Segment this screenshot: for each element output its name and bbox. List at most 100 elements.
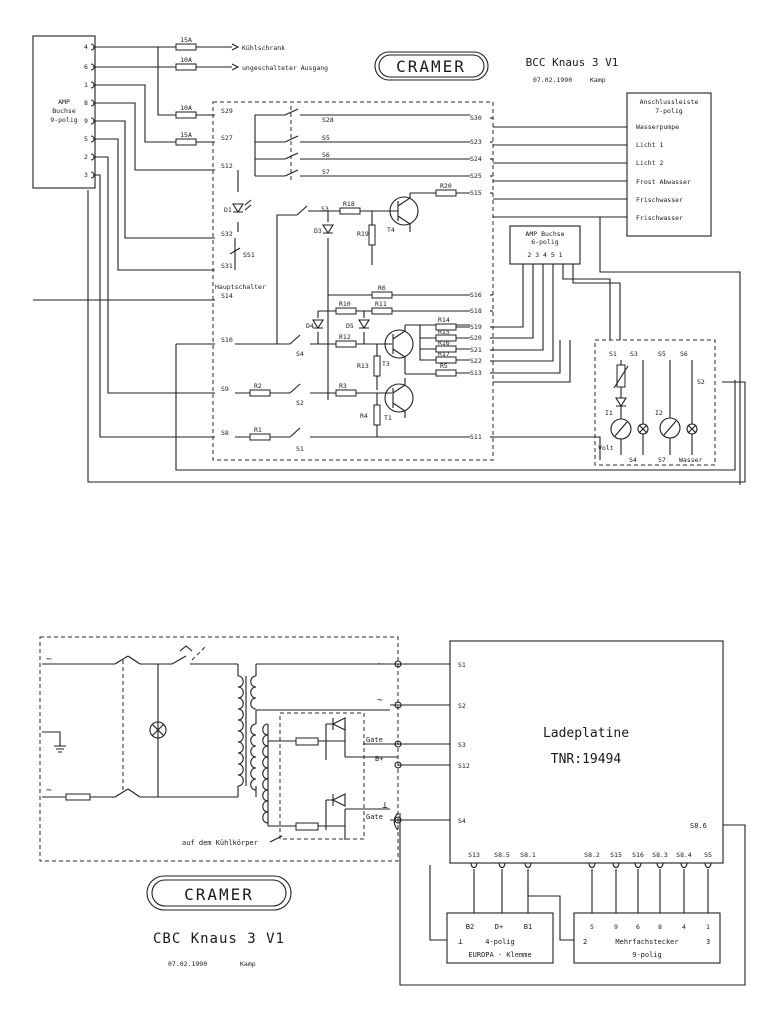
ac-symbol-top: ~ [46,654,52,665]
ss1-label: SS1 [243,251,255,259]
r16-label: R16 [438,339,450,347]
board-pin-s16: S16 [470,291,482,299]
fuse-15a-s27: 15A [175,131,197,146]
r20 [435,189,457,197]
pin-socket-icon [90,99,95,107]
r18-label: R18 [343,200,355,208]
amp9-pin-5: 5 [84,135,88,143]
pin-lead [470,862,478,913]
r10 [335,307,357,315]
board-pin-s19: S19 [470,323,482,331]
secondary-wires [245,663,390,786]
s2-label: S2 [296,399,304,407]
heatsink-pointer [269,835,283,843]
anschluss-wires [493,126,741,485]
board-pin-s10: S10 [221,336,233,344]
mains-fuse [65,793,91,801]
thermal-switch [158,655,238,798]
amp6-title-2: 6-polig [531,238,558,246]
r2-label: R2 [254,382,262,390]
panel-s3: S3 [630,350,638,358]
cramer-logo-inner [378,54,485,78]
platine-pin-s3: S3 [458,741,466,749]
board-pin-s23: S23 [470,138,482,146]
platine-pin-s5: S5 [704,851,712,859]
fuse-label: 15A [180,36,192,44]
pin-lead [612,862,620,913]
platine-pin-s8-3: S8.3 [652,851,668,859]
mehrfach-pin-5: 5 [590,923,594,931]
wire-outer-loop [87,190,746,483]
board-pin-s12: S12 [221,162,233,170]
node-dot [394,740,402,748]
s1-blade [289,427,301,438]
anschluss-item-4: Frost Abwasser [636,178,691,186]
switch-blades [284,108,299,177]
pin-lead [634,862,642,913]
r5-wire [405,372,470,375]
r18 [339,207,361,215]
amp6-connector [509,225,581,265]
panel-lamp-i2: I2 [655,409,663,417]
anschluss-item-5: Frischwasser [636,196,683,204]
node-dot [394,701,402,709]
switch-label-s28: S28 [322,116,334,124]
ground-icon [42,731,66,753]
amp9-pin-2: 2 [84,153,88,161]
d4-diode-icon [312,319,324,330]
ladeplatine-box [449,640,724,864]
mains-lamp-icon [149,721,167,739]
thermistor-slash [613,365,629,389]
d3-label: D3 [314,227,322,235]
platine-pin-s16: S16 [632,851,644,859]
board-pin-s22: S22 [470,357,482,365]
ac-symbol-bottom: ~ [46,785,52,796]
board-pin-s31: S31 [221,262,233,270]
ac-symbol-s1: ~ [377,659,383,670]
panel-s5: S5 [658,350,666,358]
s1-label: S1 [296,445,304,453]
pin-socket-icon [90,81,95,89]
thyristor-wires [267,724,398,840]
wire-s8 [95,174,215,438]
cramer-logo-bottom-outer [146,875,292,911]
platine-pin-s8-6: S8.6 [690,822,707,830]
t3-transistor-icon [384,329,414,359]
pin-lead [588,862,596,913]
pin-lead [680,862,688,913]
amp9-pin-8: 8 [84,99,88,107]
mehrfach-side-right: 3 [706,938,710,946]
transformer-winding [250,723,257,791]
r2 [249,389,271,397]
amp9-pin-3: 3 [84,171,88,179]
europa-pin-b2: B2 [466,923,474,931]
bottom-title: CBC Knaus 3 V1 [153,931,285,947]
panel-internal-wires [620,360,693,455]
cramer-logo-outer [374,51,489,81]
panel-s6: S6 [680,350,688,358]
r12-label: R12 [339,333,351,341]
pin-socket-icon [90,135,95,143]
europa-pin-dplus: D+ [495,923,503,931]
fuse-10a-top: 10A [175,56,197,71]
amp9-connector [32,35,96,189]
panel-s1: S1 [609,350,617,358]
ac-symbol-s2: ~ [377,695,383,706]
cramer-logo-bottom-text: CRAMER [184,885,254,904]
r14-r17-block [419,323,470,364]
wire-s31 [95,138,215,271]
board-pin-s25: S25 [470,172,482,180]
r13-label: R13 [357,362,369,370]
platine-pin-s15: S15 [610,851,622,859]
fuse-10a-s29: 10A [175,104,197,119]
r1 [249,433,271,441]
s4-label: S4 [296,350,304,358]
hauptschalter-label: Hauptschalter [215,283,266,291]
panel-wasser-label: Wasser [679,456,703,464]
r5-label: R5 [440,362,448,370]
anschluss-item-1: Wasserpumpe [636,123,679,131]
ground-symbol-b: ⊥ [382,800,388,811]
mehrfach-pin-6: 6 [636,923,640,931]
